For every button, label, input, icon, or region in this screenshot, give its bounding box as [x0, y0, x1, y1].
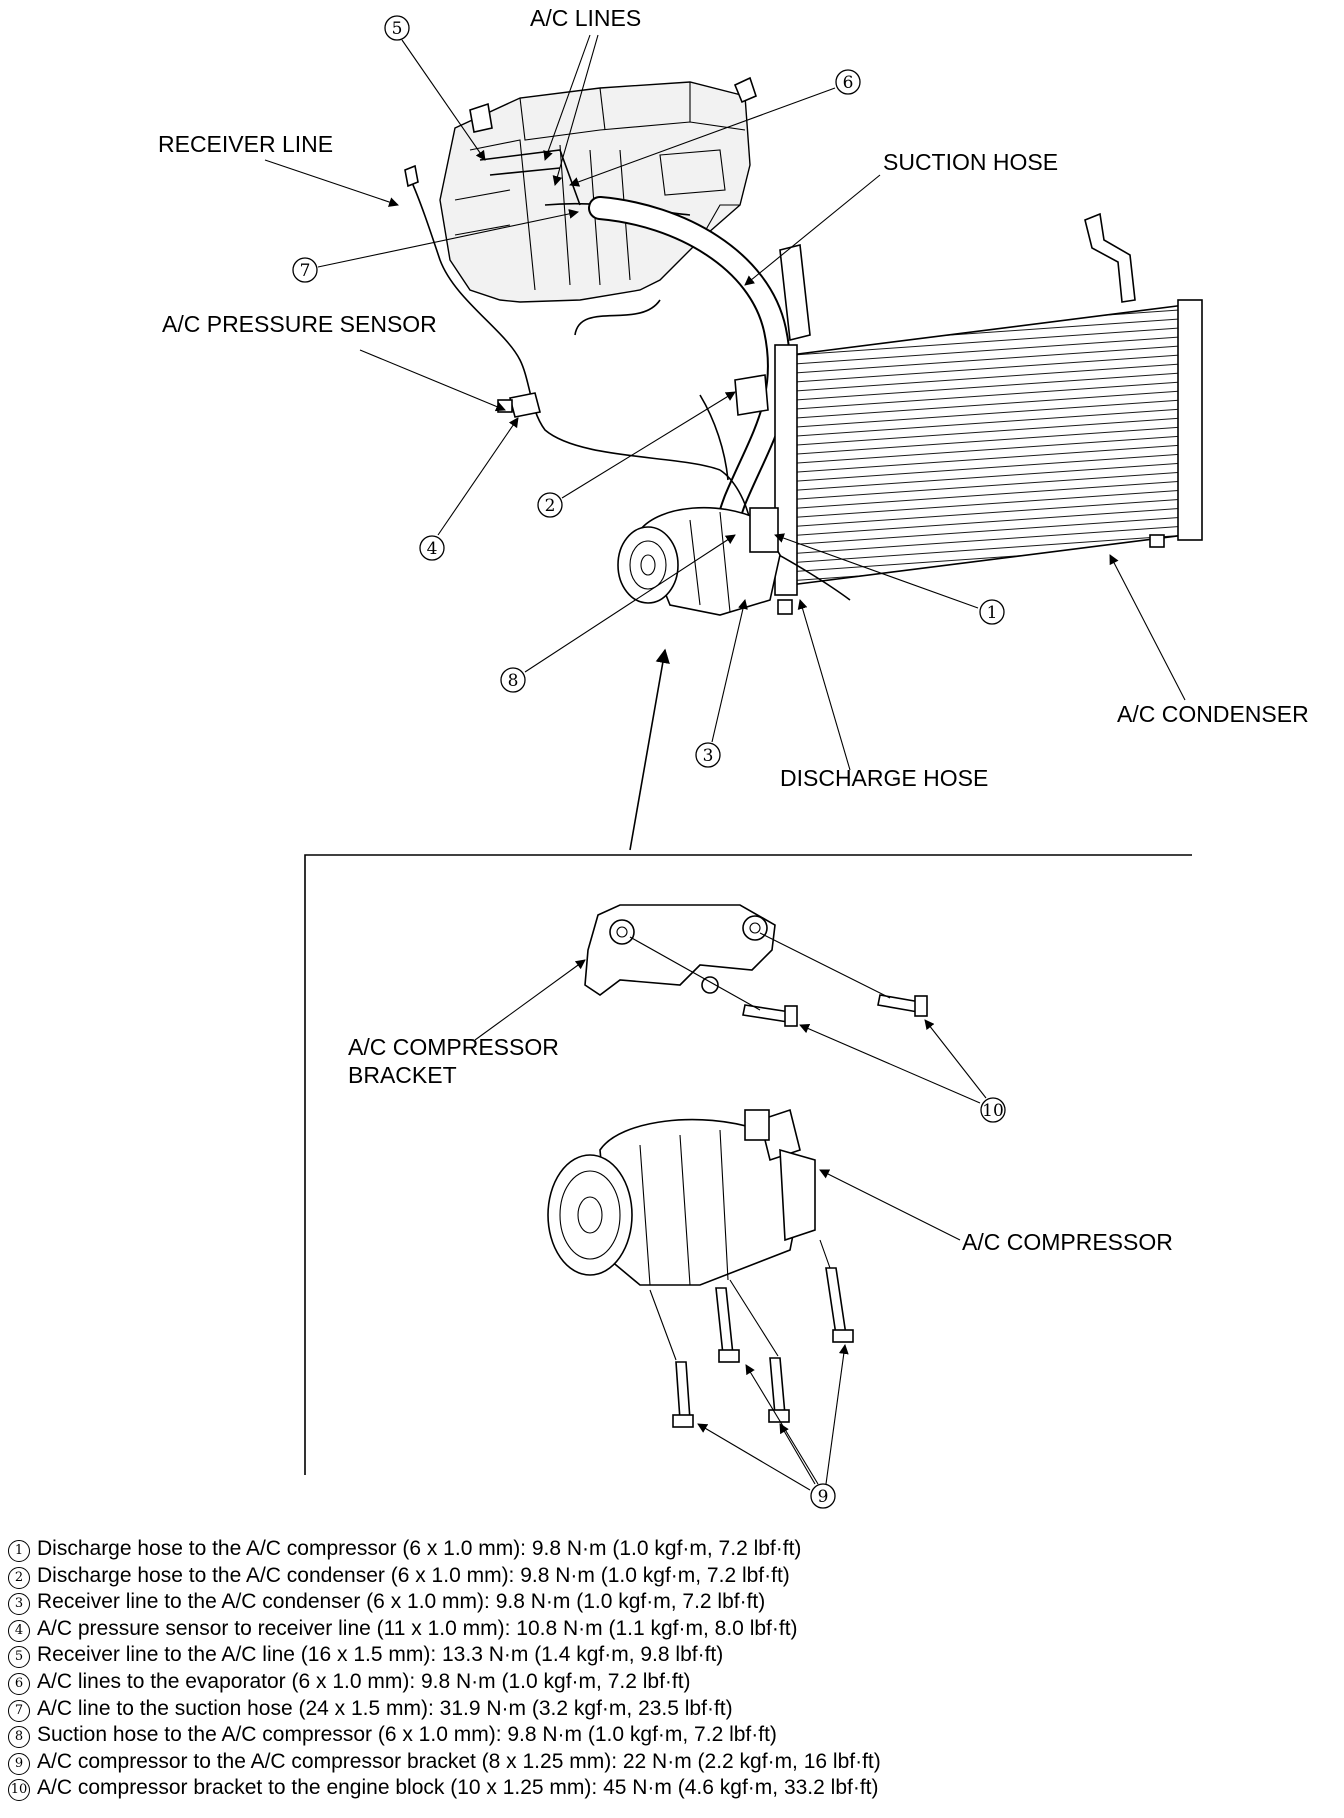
torque-spec-item: 5 Receiver line to the A/C line (16 x 1.5… — [8, 1642, 1338, 1669]
svg-text:8: 8 — [508, 671, 519, 691]
label-compressor-bracket-line2: BRACKET — [348, 1062, 457, 1088]
callout-7: 7 — [292, 209, 579, 283]
compressor-bolts — [649, 1239, 854, 1428]
torque-spec-text: A/C pressure sensor to receiver line (11… — [37, 1616, 798, 1640]
svg-text:1: 1 — [987, 603, 998, 623]
label-discharge-hose: DISCHARGE HOSE — [780, 765, 988, 791]
torque-spec-text: A/C compressor bracket to the engine blo… — [37, 1776, 879, 1800]
ac-condenser — [774, 212, 1203, 615]
callout-2: 2 — [537, 391, 736, 518]
label-ac-condenser: A/C CONDENSER — [1117, 701, 1309, 727]
torque-spec-item: 8 Suction hose to the A/C compressor (6 x… — [8, 1722, 1338, 1749]
ac-compressor — [547, 1108, 816, 1286]
torque-spec-text: A/C lines to the evaporator (6 x 1.0 mm)… — [37, 1669, 691, 1693]
torque-spec-text: A/C compressor to the A/C compressor bra… — [37, 1749, 881, 1773]
torque-spec-item: 9 A/C compressor to the A/C compressor br… — [8, 1749, 1338, 1776]
svg-text:5: 5 — [392, 19, 403, 39]
torque-spec-item: 4 A/C pressure sensor to receiver line (1… — [8, 1616, 1338, 1643]
callout-number-icon: 10 — [8, 1779, 30, 1802]
label-ac-compressor: A/C COMPRESSOR — [962, 1229, 1173, 1255]
ac-pressure-sensor — [497, 392, 541, 418]
callout-number-icon: 2 — [8, 1566, 30, 1589]
callout-5: 5 — [384, 15, 486, 161]
callout-number-icon: 9 — [8, 1752, 30, 1775]
callout-number-icon: 5 — [8, 1646, 30, 1669]
callout-10: 10 — [799, 1019, 1006, 1123]
ac-compressor-installed — [617, 506, 781, 616]
svg-text:10: 10 — [982, 1101, 1004, 1121]
label-ac-lines: A/C LINES — [530, 5, 641, 31]
leader-lines — [264, 34, 1186, 1241]
torque-spec-item: 6 A/C lines to the evaporator (6 x 1.0 mm… — [8, 1669, 1338, 1696]
torque-spec-item: 10 A/C compressor bracket to the engine b… — [8, 1775, 1338, 1802]
ac-compressor-bracket — [584, 904, 776, 996]
torque-spec-item: 3 Receiver line to the A/C condenser (6 x… — [8, 1589, 1338, 1616]
torque-spec-text: Suction hose to the A/C compressor (6 x … — [37, 1723, 777, 1747]
torque-spec-item: 1 Discharge hose to the A/C compressor (6… — [8, 1536, 1338, 1563]
callout-number-icon: 4 — [8, 1619, 30, 1642]
torque-spec-item: 2 Discharge hose to the A/C condenser (6 … — [8, 1563, 1338, 1590]
callout-number-icon: 3 — [8, 1593, 30, 1616]
svg-text:9: 9 — [818, 1487, 829, 1507]
bracket-bolts — [629, 932, 928, 1027]
callout-number-icon: 7 — [8, 1699, 30, 1722]
torque-spec-text: Discharge hose to the A/C compressor (6 … — [37, 1537, 802, 1560]
svg-text:7: 7 — [300, 261, 311, 281]
label-suction-hose: SUCTION HOSE — [883, 149, 1058, 175]
callout-3: 3 — [695, 599, 748, 768]
torque-spec-list: 1 Discharge hose to the A/C compressor (6… — [8, 1536, 1338, 1802]
torque-spec-text: Receiver line to the A/C line (16 x 1.5 … — [37, 1643, 724, 1667]
svg-text:4: 4 — [427, 539, 438, 559]
callout-4: 4 — [419, 417, 519, 561]
label-compressor-bracket-line1: A/C COMPRESSOR — [348, 1034, 559, 1060]
svg-text:2: 2 — [545, 496, 556, 516]
label-receiver-line: RECEIVER LINE — [158, 131, 333, 157]
torque-spec-item: 7 A/C line to the suction hose (24 x 1.5 … — [8, 1696, 1338, 1723]
callout-number-icon: 6 — [8, 1672, 30, 1695]
callout-6: 6 — [569, 69, 861, 187]
torque-spec-text: Receiver line to the A/C condenser (6 x … — [37, 1590, 766, 1614]
label-ac-pressure-sensor: A/C PRESSURE SENSOR — [162, 311, 437, 337]
callout-9: 9 — [697, 1344, 849, 1509]
evaporator-housing — [439, 76, 757, 303]
callout-number-icon: 1 — [8, 1540, 30, 1562]
callout-number-icon: 8 — [8, 1726, 30, 1749]
svg-text:3: 3 — [703, 746, 714, 766]
callout-8: 8 — [500, 534, 736, 693]
svg-text:6: 6 — [843, 73, 854, 93]
torque-spec-text: Discharge hose to the A/C condenser (6 x… — [37, 1563, 790, 1587]
torque-spec-text: A/C line to the suction hose (24 x 1.5 m… — [37, 1696, 733, 1720]
callout-1: 1 — [774, 533, 1005, 625]
ac-system-diagram: A/C LINES RECEIVER LINE SUCTION HOSE A/C… — [158, 5, 1309, 1509]
